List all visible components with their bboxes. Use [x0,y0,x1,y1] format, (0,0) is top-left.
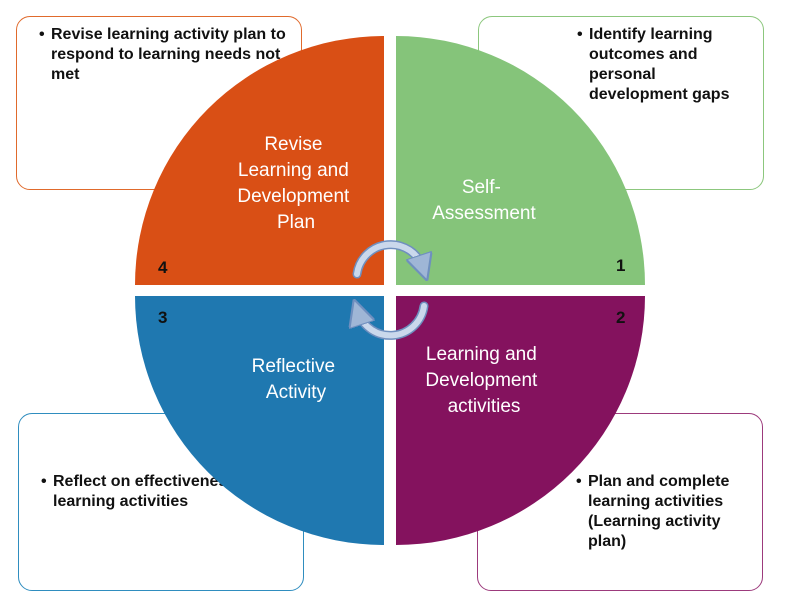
quadrant-learning-activities-number: 2 [616,308,625,327]
quadrant-revise-shape [135,36,384,285]
quadrant-revise: Revise Learning and Development Plan 4 [135,36,384,285]
quadrant-self-assessment-shape [396,36,645,285]
quadrant-self-assessment: Self- Assessment 1 [396,36,645,285]
quadrant-revise-label: Revise Learning and Development Plan [237,134,354,233]
quadrant-learning-activities: Learning and Development activities 2 [396,296,645,545]
quadrant-reflective-label: Reflective Activity [252,356,341,403]
quadrant-reflective-number: 3 [158,308,167,327]
quadrant-self-assessment-number: 1 [616,256,625,275]
quadrant-learning-activities-label: Learning and Development activities [425,344,542,417]
cycle-arrows-icon [357,240,424,340]
quadrant-revise-number: 4 [158,258,168,277]
note-reflective-text: Reflect on effectiveness of learning act… [41,472,295,512]
quadrant-reflective: Reflective Activity 3 [135,296,384,545]
note-self-assessment-text: Identify learning outcomes and personal … [577,25,755,105]
note-learning-activities-text: Plan and complete learning activities (L… [576,472,754,552]
note-revise-text: Revise learning activity plan to respond… [39,25,293,85]
quadrant-reflective-shape [135,296,384,545]
quadrant-learning-activities-shape [396,296,645,545]
quadrant-self-assessment-label: Self- Assessment [432,177,536,224]
